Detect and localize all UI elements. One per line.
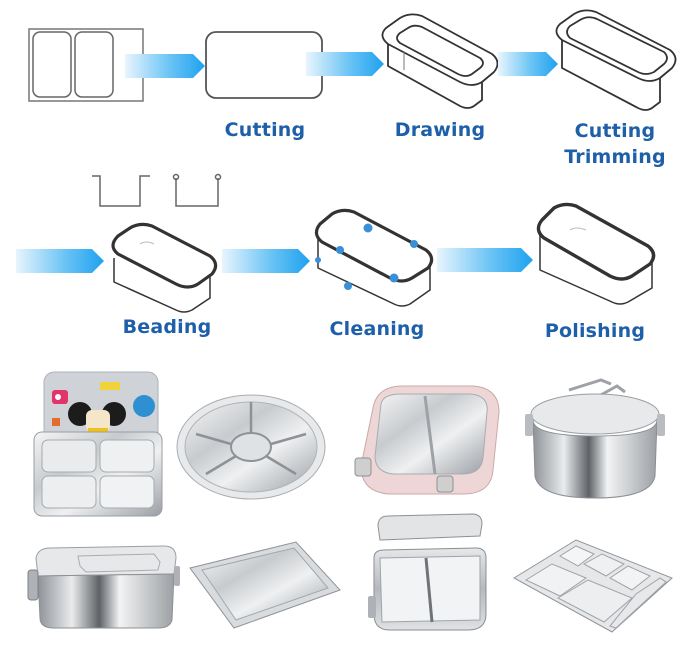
product-open-lunchbox-image [368, 513, 487, 631]
drawn-container-icon [381, 13, 499, 109]
arrow-icon [125, 54, 205, 78]
step-label-polishing: Polishing [544, 320, 646, 342]
step-label-cleaning: Cleaning [329, 318, 425, 340]
product-tray-image [189, 541, 341, 629]
step-label-cutting: Cutting [224, 119, 306, 141]
cleaning-container-icon [314, 208, 434, 307]
product-round-carrier-image [525, 378, 665, 499]
product-pink-lunchbox-image [354, 385, 500, 495]
step-label-trimming-line2: Trimming [564, 146, 666, 168]
step-label-trimming: Cutting Trimming [555, 118, 675, 170]
trimmed-container-icon [555, 9, 677, 111]
product-round-plate-image [176, 394, 326, 500]
beaded-container-icon [111, 222, 218, 313]
product-mess-tray-image [513, 539, 673, 633]
product-kids-lunchbox-image [33, 371, 163, 517]
arrow-icon [498, 52, 558, 76]
arrow-icon [306, 52, 384, 76]
step-label-trimming-line1: Cutting [574, 120, 656, 142]
product-rect-lunchbox-image [27, 545, 180, 629]
step-label-beading: Beading [122, 316, 212, 338]
arrow-icon [222, 249, 310, 273]
bead-profile-icon [92, 173, 222, 207]
arrow-icon [437, 248, 533, 272]
arrow-icon [16, 249, 104, 273]
polished-container-icon [536, 202, 656, 305]
step-label-drawing: Drawing [394, 119, 486, 141]
blank-sheet-icon [28, 28, 144, 102]
